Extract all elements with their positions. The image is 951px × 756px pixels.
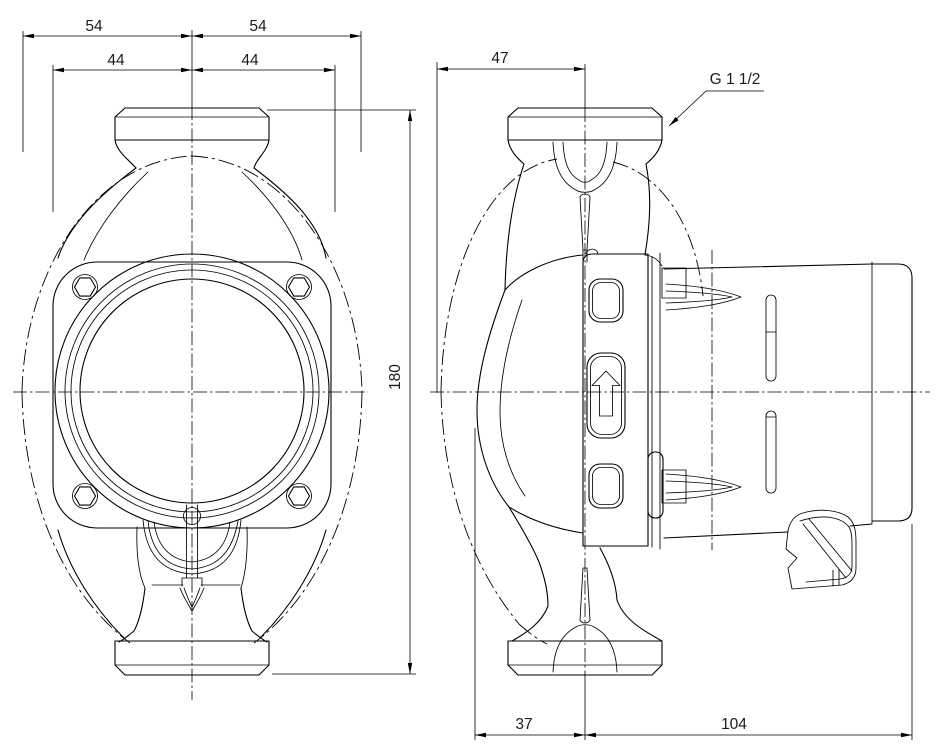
plug-details [802,518,853,587]
plug-outline [785,509,857,590]
motor-slot-ticks [765,331,777,418]
front-top-neck [114,139,270,169]
front-vent-plug [183,507,201,525]
front-dimension-arrows [23,33,413,674]
box-slot-top [588,278,624,323]
pump-face-circle-outer [54,253,330,529]
clip-anchor-top [661,267,687,299]
pump-face-circle-3 [70,269,314,513]
box-slot-top-inner [592,282,620,319]
box-slot-middle [586,352,626,439]
spring-clip-bottom [665,473,742,501]
thread-leader-line [668,90,764,127]
front-view: 54 54 44 44 180 [13,18,416,700]
front-lower-volute [118,504,268,643]
housing-right-upper [644,163,651,256]
volute-side-walls [136,526,248,589]
box-slot-bottom-inner [592,467,620,505]
volute-channel-inner [153,521,231,563]
flange-lines [651,252,661,550]
side-insulation-shell-outline [440,158,704,645]
plug-inner-line [799,516,853,583]
pump-face-circle-inner [79,278,305,504]
front-dimensions: 54 54 44 44 180 [22,18,416,675]
side-dimension-arrows [437,66,912,738]
motor-body [663,261,913,539]
thread-leader-arrow [669,116,679,126]
motor-vent-slot-bottom [765,410,777,494]
clip-anchor-bottom [661,469,687,504]
dim-label-44-left: 44 [107,52,125,69]
dim-label-180: 180 [387,364,404,390]
side-bottom-clamp-fork [552,567,618,673]
hex-bolt-bottom-left [72,483,98,509]
bolt-circle [72,483,98,509]
cable-connector-plug [785,509,857,590]
housing-front-bulge [476,289,510,508]
dim-label-37: 37 [515,716,532,733]
fork-inner-bowl [562,141,608,183]
front-extension-lines [22,31,416,675]
control-box-frame [582,253,649,547]
bolt-circle [286,483,312,509]
box-slot-middle-inner [590,356,622,435]
control-box [582,248,649,547]
side-view: 47 37 104 G 1 1/2 [430,50,930,740]
hex-bolt-top-right [286,274,312,300]
bolt-hexagon [73,277,97,297]
volute-center-stem [181,504,203,587]
spring-clip-top [665,283,742,311]
housing-lower-left [508,506,549,642]
dim-label-54-right: 54 [249,18,267,35]
bolt-circle [286,274,312,300]
flange-latch [647,451,664,519]
bolt-hexagon [73,486,97,506]
flange-top-corner [644,254,663,267]
fork-outer-bowl [552,141,618,193]
bulge-connectors [504,254,584,534]
dim-label-44-right: 44 [241,52,259,69]
side-pump-housing [476,163,663,642]
motor-end-cap [871,263,913,522]
volute-pedestal [118,587,268,643]
motor-top-edge [663,263,873,270]
bolt-circle [72,274,98,300]
side-top-neck [507,139,663,165]
thread-label: G 1 1/2 [710,71,761,88]
fork-outer-bowl [552,624,618,673]
box-slot-bottom [588,463,624,509]
hex-bolt-bottom-right [286,483,312,509]
motor-bottom-edge [663,523,873,539]
dim-label-104: 104 [721,716,747,733]
stator-flange [647,252,742,550]
housing-left-upper [504,163,525,291]
front-lower-body-outline [57,529,327,639]
thread-callout: G 1 1/2 [668,71,764,127]
bolt-hexagon [287,486,311,506]
flow-direction-arrow-icon [591,370,621,417]
volute-spout-tip [179,587,205,612]
side-extension-lines [436,62,913,740]
control-box-bump [585,248,599,255]
side-top-clamp-fork [552,141,618,263]
volute-channel-outer [142,519,242,575]
side-dimensions: 47 37 104 G 1 1/2 [436,50,913,740]
hex-bolt-top-left [72,274,98,300]
motor-vent-slot-top [765,294,777,382]
pump-face-circle-2 [64,263,320,519]
dim-label-47: 47 [491,50,508,67]
volute-channel-mid [147,520,239,570]
bolt-hexagon [287,277,311,297]
front-upper-body-inner-lines [83,171,303,261]
dim-label-54-left: 54 [85,18,103,35]
front-upper-body-outline [57,167,327,259]
housing-lower-right [599,547,663,642]
housing-inner-bulge [499,299,526,497]
fork-center-spike [579,567,591,624]
